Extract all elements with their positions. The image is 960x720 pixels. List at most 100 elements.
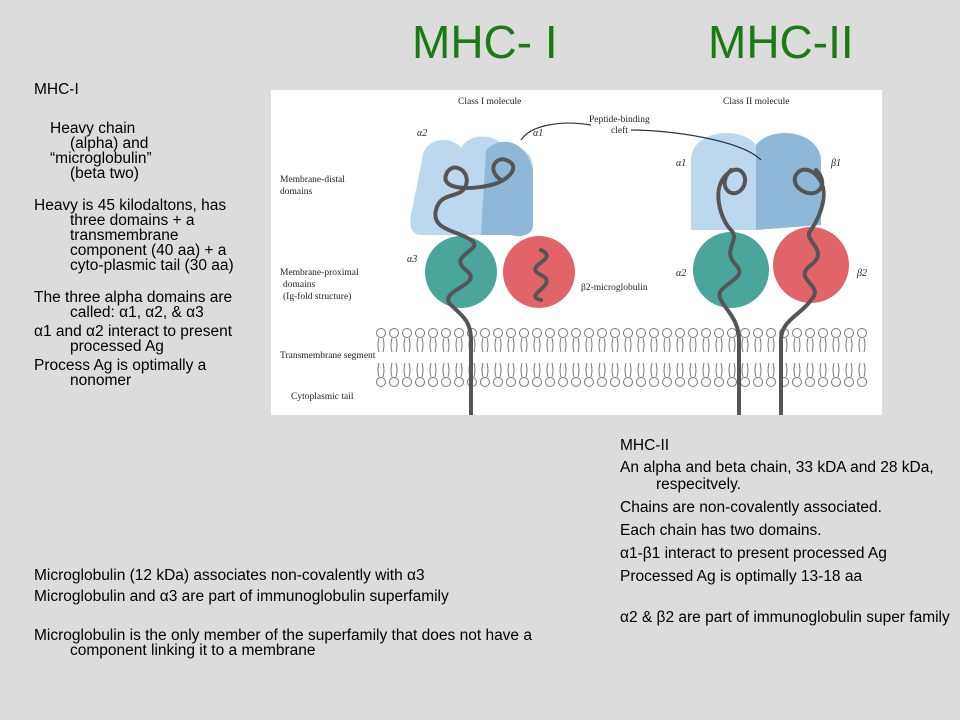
lipid-tail [520, 337, 528, 353]
mhc1-heavy-chain-line1: Heavy chain [50, 120, 136, 137]
lipid-head [740, 377, 750, 387]
lipid-tail [520, 362, 528, 378]
class1-alpha3-label: α3 [407, 254, 417, 265]
lipid-tail [702, 362, 710, 378]
mhc1-process-ag: Process Ag is optimally a nonomer [34, 357, 207, 389]
lipid-tail [559, 362, 567, 378]
lipid-head [402, 377, 412, 387]
lipid-head [623, 328, 633, 338]
lipid-head [584, 377, 594, 387]
lipid-tail [637, 337, 645, 353]
lipid-head [506, 328, 516, 338]
lipid-head [792, 328, 802, 338]
mhc2-chains: An alpha and beta chain, 33 kDA and 28 k… [620, 459, 934, 493]
lipid-tail [819, 362, 827, 378]
distal-label-2: domains [280, 187, 312, 197]
lipid-tail [455, 337, 463, 353]
lipid-head [480, 377, 490, 387]
lipid-head [428, 328, 438, 338]
lipid-tail [845, 337, 853, 353]
class1-title: Class I molecule [458, 97, 521, 107]
lipid-tail [429, 337, 437, 353]
microglobulin-p3: Microglobulin is the only member of the … [34, 627, 532, 659]
lipid-head [805, 377, 815, 387]
lipid-tail [806, 337, 814, 353]
lipid-tail [377, 337, 385, 353]
lipid-head [610, 328, 620, 338]
lipid-tail [767, 362, 775, 378]
lipid-tail [533, 337, 541, 353]
lipid-head [831, 328, 841, 338]
transmembrane-label: Transmembrane segment [280, 351, 376, 361]
lipid-head [701, 328, 711, 338]
lipid-head [415, 328, 425, 338]
lipid-head [454, 328, 464, 338]
lipid-tail [611, 362, 619, 378]
lipid-head [545, 328, 555, 338]
mhc2-processed-ag: Processed Ag is optimally 13-18 aa [620, 568, 863, 585]
lipid-tail [650, 362, 658, 378]
lipid-head [792, 377, 802, 387]
mhc1-heavy-chain-line4: (beta two) [70, 165, 139, 182]
lipid-tail [585, 337, 593, 353]
lipid-head [428, 377, 438, 387]
lipid-tail [429, 362, 437, 378]
class2-beta2-label: β2 [856, 268, 867, 279]
lipid-tail [858, 337, 866, 353]
proximal-label-1: Membrane-proximal [280, 268, 359, 278]
mhc1-alpha-domains: The three alpha domains are called: α1, … [34, 289, 233, 321]
lipid-head [519, 377, 529, 387]
lipid-tail [390, 362, 398, 378]
lipid-tail [819, 337, 827, 353]
lipid-head [662, 328, 672, 338]
lipid-head [818, 328, 828, 338]
lipid-tail [754, 337, 762, 353]
lipid-tail [494, 337, 502, 353]
lipid-head [727, 377, 737, 387]
lipid-tail [507, 337, 515, 353]
lipid-tail [494, 362, 502, 378]
lipid-tail [624, 337, 632, 353]
lipid-tail [416, 337, 424, 353]
lipid-head [675, 328, 685, 338]
mhc1-text-column: MHC-I Heavy chain (alpha) and “microglob… [34, 82, 234, 389]
lipid-head [714, 328, 724, 338]
distal-label-1: Membrane-distal [280, 175, 345, 185]
lipid-tail [572, 337, 580, 353]
lipid-head [844, 328, 854, 338]
lipid-head [571, 328, 581, 338]
lipid-head [805, 328, 815, 338]
lipid-head [376, 328, 386, 338]
lipid-head [844, 377, 854, 387]
lipid-head [571, 377, 581, 387]
b2m-label: β2-microglobulin [581, 283, 648, 293]
lipid-head [753, 328, 763, 338]
lipid-tail [533, 362, 541, 378]
class2-title: Class II molecule [723, 97, 789, 107]
lipid-head [389, 328, 399, 338]
mhc2-noncovalent: Chains are non-covalently associated. [620, 499, 882, 516]
mhc2-heading: MHC-II [620, 437, 670, 454]
lipid-tail [403, 362, 411, 378]
lipid-head [610, 377, 620, 387]
lipid-tail [858, 362, 866, 378]
mhc1-heavy-chain-line3: “microglobulin” [50, 150, 152, 167]
mhc1-heavy-desc: Heavy is 45 kilodaltons, has three domai… [34, 197, 234, 274]
lipid-head [415, 377, 425, 387]
lipid-tail [481, 337, 489, 353]
lipid-tail [611, 337, 619, 353]
lipid-head [493, 377, 503, 387]
lipid-tail [390, 337, 398, 353]
lipid-tail [676, 362, 684, 378]
peptide-cleft-label-2: cleft [611, 125, 628, 136]
mhc1-alpha-interact: α1 and α2 interact to present processed … [34, 323, 233, 355]
lipid-head [545, 377, 555, 387]
lipid-tail [650, 337, 658, 353]
lipid-tail [377, 362, 385, 378]
lipid-head [597, 328, 607, 338]
mhc-structure-diagram: Class I molecule Class II molecule Pepti… [280, 97, 867, 415]
lipid-head [389, 377, 399, 387]
lipid-tail [507, 362, 515, 378]
lipid-head [532, 377, 542, 387]
lipid-head [532, 328, 542, 338]
